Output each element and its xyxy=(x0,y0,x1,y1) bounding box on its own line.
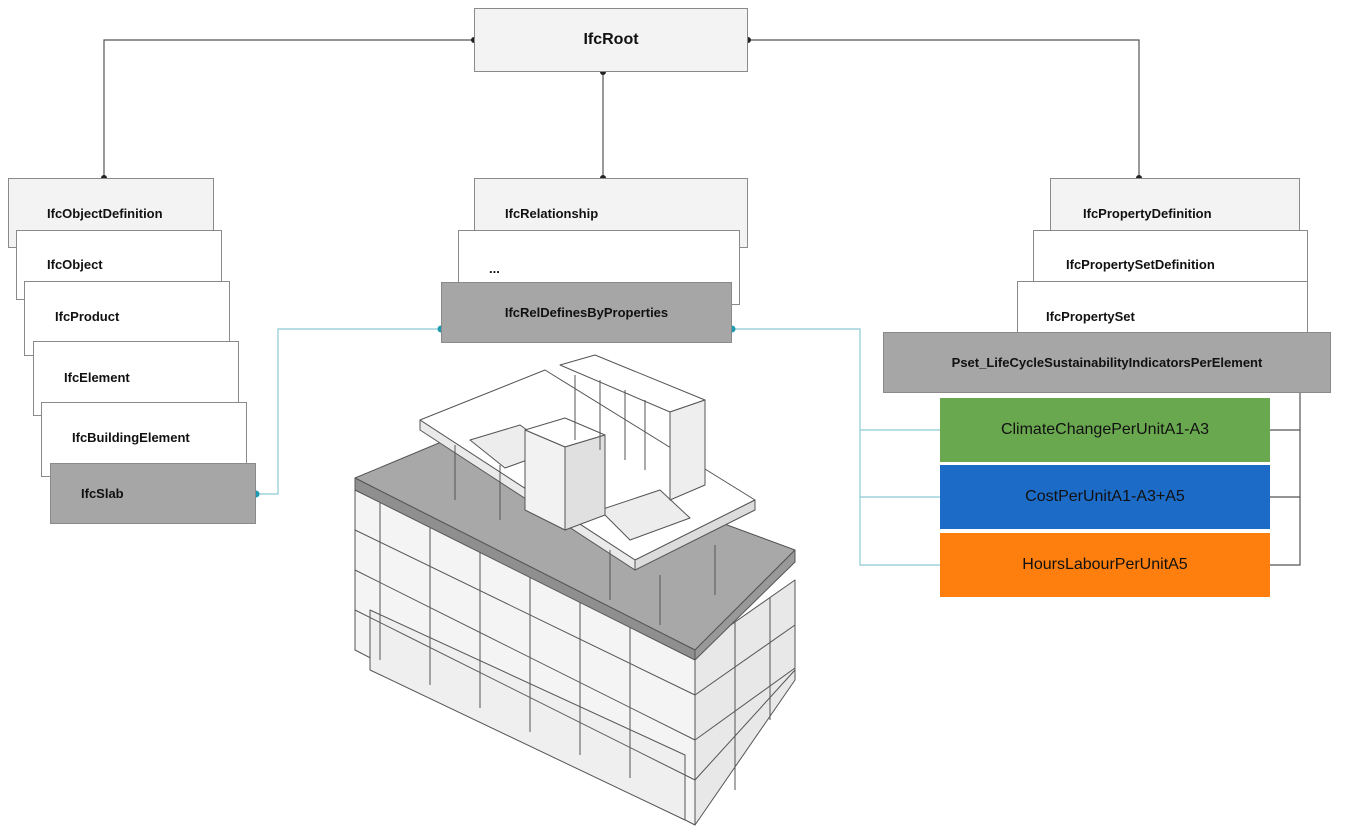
middle-stack-label: IfcRelationship xyxy=(505,206,599,221)
right-stack-label: IfcPropertySetDefinition xyxy=(1066,257,1215,272)
property-label: HoursLabourPerUnitA5 xyxy=(1022,556,1188,573)
right-stack-label: IfcPropertySet xyxy=(1046,309,1135,324)
ifc-slab-box[interactable]: IfcSlab xyxy=(50,463,256,524)
left-stack-label: IfcBuildingElement xyxy=(72,430,190,445)
ifc-rel-defines-by-properties-box[interactable]: IfcRelDefinesByProperties xyxy=(441,282,732,343)
right-stack-label: IfcPropertyDefinition xyxy=(1083,206,1212,221)
middle-stack-label: IfcRelDefinesByProperties xyxy=(504,305,669,320)
ifc-root-label: IfcRoot xyxy=(583,31,639,48)
left-stack-label: IfcProduct xyxy=(55,309,120,324)
right-stack-label: Pset_LifeCycleSustainabilityIndicatorsPe… xyxy=(951,355,1263,370)
ifc-root-box[interactable]: IfcRoot xyxy=(474,8,748,72)
pset-life-cycle-box[interactable]: Pset_LifeCycleSustainabilityIndicatorsPe… xyxy=(883,332,1331,393)
property-label: ClimateChangePerUnitA1-A3 xyxy=(1000,421,1210,438)
property-label: CostPerUnitA1-A3+A5 xyxy=(1025,488,1185,505)
property-climate-change[interactable]: ClimateChangePerUnitA1-A3 xyxy=(940,398,1270,462)
left-stack-label: IfcSlab xyxy=(81,486,124,501)
middle-stack-label: ... xyxy=(489,261,500,276)
property-hours-labour[interactable]: HoursLabourPerUnitA5 xyxy=(940,533,1270,597)
left-stack-label: IfcObject xyxy=(47,257,103,272)
building-model-illustration xyxy=(354,354,796,826)
left-stack-label: IfcObjectDefinition xyxy=(47,206,163,221)
left-stack-label: IfcElement xyxy=(64,370,130,385)
property-cost[interactable]: CostPerUnitA1-A3+A5 xyxy=(940,465,1270,529)
